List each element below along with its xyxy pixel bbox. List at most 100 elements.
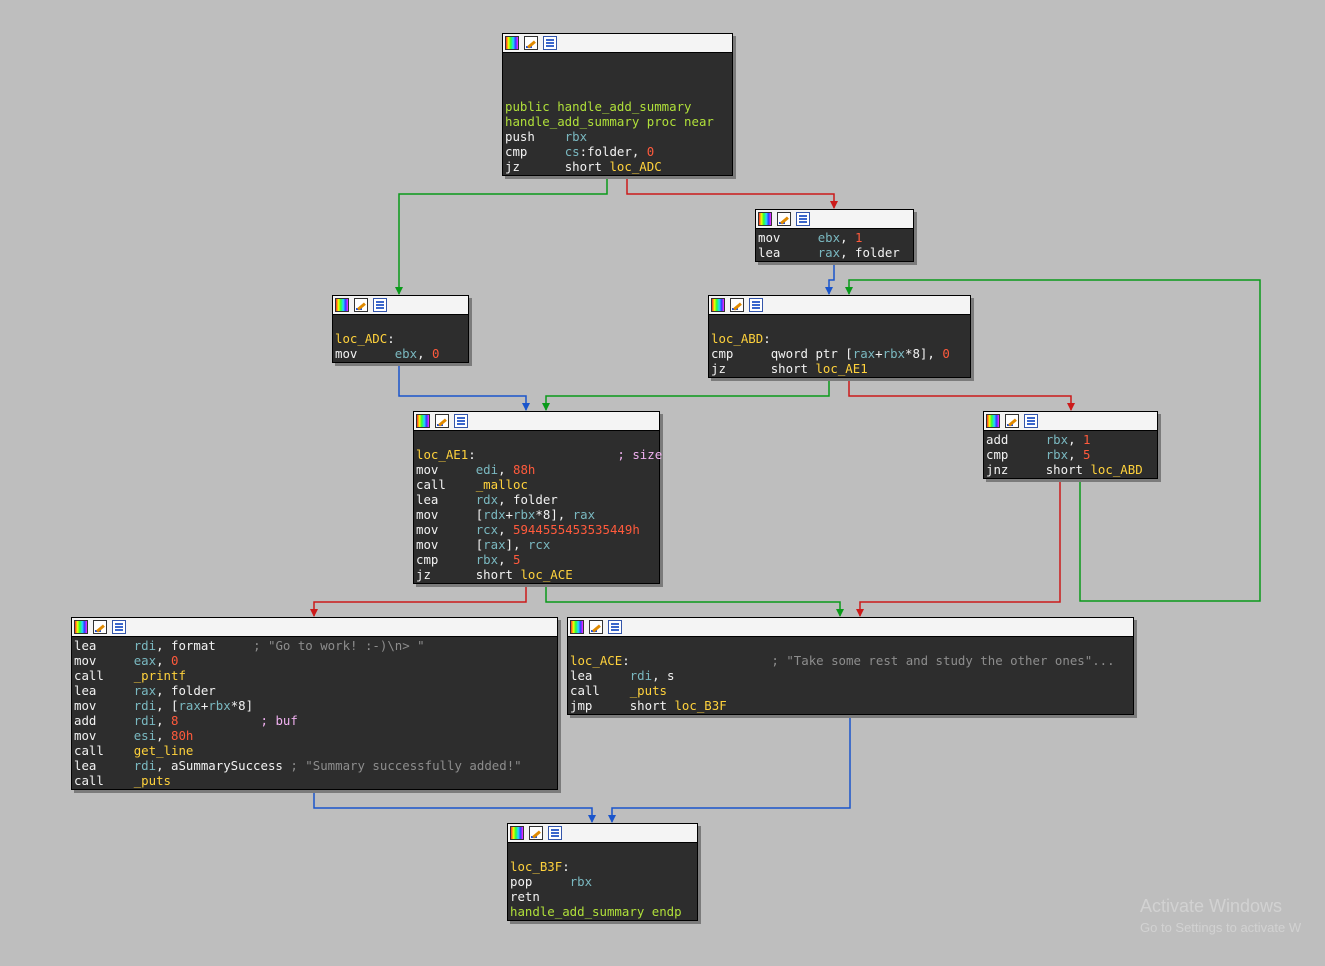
code-block-loc-ace[interactable]: loc_ACE: ; "Take some rest and study the…: [567, 617, 1134, 715]
asm-line[interactable]: mov edi, 88h: [416, 462, 657, 477]
edit-pencil-icon[interactable]: [435, 414, 449, 428]
asm-line[interactable]: mov [rax], rcx: [416, 537, 657, 552]
asm-line[interactable]: [505, 84, 730, 99]
asm-line[interactable]: call _puts: [74, 773, 555, 788]
edit-pencil-icon[interactable]: [93, 620, 107, 634]
asm-line[interactable]: retn: [510, 889, 695, 904]
asm-line[interactable]: public handle_add_summary: [505, 99, 730, 114]
edit-pencil-icon[interactable]: [1005, 414, 1019, 428]
asm-line[interactable]: jz short loc_AE1: [711, 361, 968, 376]
edit-pencil-icon[interactable]: [777, 212, 791, 226]
asm-line[interactable]: lea rdx, folder: [416, 492, 657, 507]
asm-line[interactable]: pop rbx: [510, 874, 695, 889]
asm-token: cmp: [416, 552, 476, 567]
comment-list-icon[interactable]: [373, 298, 387, 312]
asm-line[interactable]: add rdi, 8 ; buf: [74, 713, 555, 728]
code-block-loc-adc[interactable]: loc_ADC:mov ebx, 0: [332, 295, 469, 363]
asm-line[interactable]: call get_line: [74, 743, 555, 758]
asm-line[interactable]: [505, 69, 730, 84]
color-palette-icon[interactable]: [416, 414, 430, 428]
edit-pencil-icon[interactable]: [589, 620, 603, 634]
comment-list-icon[interactable]: [749, 298, 763, 312]
asm-line[interactable]: loc_ACE: ; "Take some rest and study the…: [570, 653, 1131, 668]
asm-token: 0: [432, 346, 440, 361]
asm-line[interactable]: cmp rbx, 5: [416, 552, 657, 567]
comment-list-icon[interactable]: [548, 826, 562, 840]
asm-line[interactable]: loc_ABD:: [711, 331, 968, 346]
asm-token: 5: [1083, 447, 1091, 462]
comment-list-icon[interactable]: [1024, 414, 1038, 428]
comment-list-icon[interactable]: [112, 620, 126, 634]
asm-line[interactable]: add rbx, 1: [986, 432, 1155, 447]
asm-line[interactable]: handle_add_summary endp: [510, 904, 695, 919]
asm-line[interactable]: mov eax, 0: [74, 653, 555, 668]
asm-line[interactable]: [510, 844, 695, 859]
asm-line[interactable]: lea rdi, aSummarySuccess ; "Summary succ…: [74, 758, 555, 773]
asm-line[interactable]: mov ebx, 0: [335, 346, 466, 361]
edit-pencil-icon[interactable]: [730, 298, 744, 312]
asm-line[interactable]: mov [rdx+rbx*8], rax: [416, 507, 657, 522]
asm-token: ,: [498, 462, 513, 477]
asm-token: 5: [513, 552, 521, 567]
asm-line[interactable]: call _printf: [74, 668, 555, 683]
asm-line[interactable]: mov esi, 80h: [74, 728, 555, 743]
comment-list-icon[interactable]: [454, 414, 468, 428]
asm-line[interactable]: cmp qword ptr [rax+rbx*8], 0: [711, 346, 968, 361]
asm-line[interactable]: loc_B3F:: [510, 859, 695, 874]
asm-line[interactable]: call _malloc: [416, 477, 657, 492]
asm-line[interactable]: lea rax, folder: [74, 683, 555, 698]
asm-line[interactable]: call _puts: [570, 683, 1131, 698]
comment-list-icon[interactable]: [543, 36, 557, 50]
asm-line[interactable]: jz short loc_ACE: [416, 567, 657, 582]
edge-loop-back-to-loc-abd: [845, 279, 1261, 602]
asm-line[interactable]: jmp short loc_B3F: [570, 698, 1131, 713]
color-palette-icon[interactable]: [711, 298, 725, 312]
color-palette-icon[interactable]: [510, 826, 524, 840]
asm-line[interactable]: [416, 432, 657, 447]
asm-line[interactable]: cmp cs:folder, 0: [505, 144, 730, 159]
asm-line[interactable]: loc_ADC:: [335, 331, 466, 346]
asm-line[interactable]: mov rdi, [rax+rbx*8]: [74, 698, 555, 713]
asm-line[interactable]: lea rdi, format ; "Go to work! :-)\n> ": [74, 638, 555, 653]
asm-line[interactable]: loc_AE1: ; size: [416, 447, 662, 462]
edit-pencil-icon[interactable]: [524, 36, 538, 50]
edit-pencil-icon[interactable]: [529, 826, 543, 840]
asm-line[interactable]: [570, 638, 1131, 653]
asm-token: mov: [416, 462, 476, 477]
color-palette-icon[interactable]: [570, 620, 584, 634]
asm-token: [: [475, 537, 484, 552]
asm-line[interactable]: [335, 316, 466, 331]
color-palette-icon[interactable]: [758, 212, 772, 226]
color-palette-icon[interactable]: [335, 298, 349, 312]
asm-line[interactable]: mov rcx, 5944555453535449h: [416, 522, 657, 537]
asm-token: mov: [335, 346, 395, 361]
asm-line[interactable]: mov ebx, 1: [758, 230, 911, 245]
asm-line[interactable]: [711, 316, 968, 331]
asm-token: loc_AE1: [815, 361, 868, 376]
asm-token: mov: [758, 230, 818, 245]
asm-token: eax: [133, 653, 157, 668]
asm-line[interactable]: lea rax, folder: [758, 245, 911, 260]
asm-line[interactable]: push rbx: [505, 129, 730, 144]
activate-windows-subtitle: Go to Settings to activate W: [1140, 920, 1302, 935]
edit-pencil-icon[interactable]: [354, 298, 368, 312]
asm-line[interactable]: handle_add_summary proc near: [505, 114, 730, 129]
asm-line[interactable]: cmp rbx, 5: [986, 447, 1155, 462]
comment-list-icon[interactable]: [796, 212, 810, 226]
asm-line[interactable]: jnz short loc_ABD: [986, 462, 1155, 477]
asm-line[interactable]: [505, 54, 730, 69]
code-block-printf-get-line[interactable]: lea rdi, format ; "Go to work! :-)\n> "m…: [71, 617, 558, 790]
edge-false-to-add-block: [848, 381, 1075, 411]
color-palette-icon[interactable]: [74, 620, 88, 634]
color-palette-icon[interactable]: [505, 36, 519, 50]
asm-line[interactable]: lea rdi, s: [570, 668, 1131, 683]
comment-list-icon[interactable]: [608, 620, 622, 634]
color-palette-icon[interactable]: [986, 414, 1000, 428]
asm-line[interactable]: jz short loc_ADC: [505, 159, 730, 174]
